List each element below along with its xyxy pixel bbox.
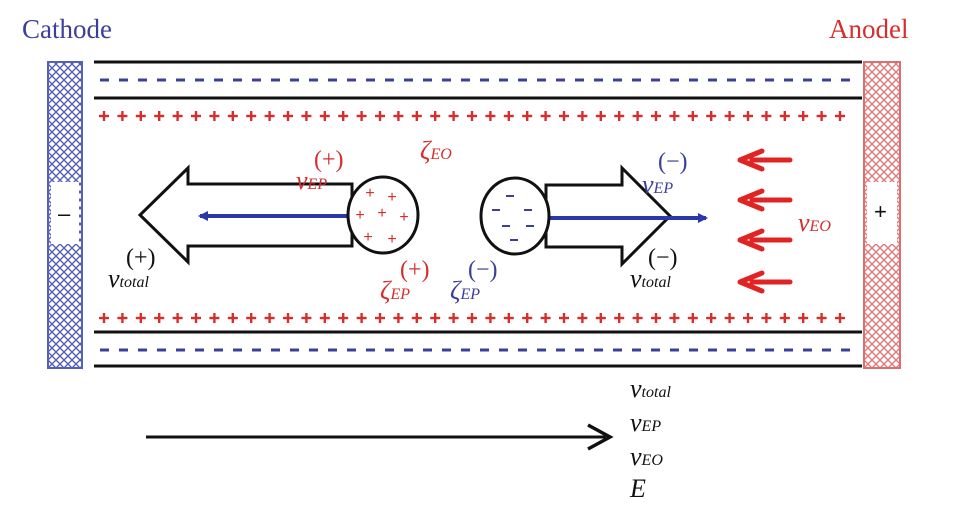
cation-zeta-sign: (+) xyxy=(400,257,430,283)
cation-vtotal-label: vtotal xyxy=(108,264,149,293)
wall-negative-charges xyxy=(100,78,860,352)
cation-plus-charge: + xyxy=(355,207,364,224)
cation-vep-label: vEP xyxy=(296,166,328,195)
positive-charge-row-top xyxy=(99,111,845,121)
legend-e-field: E xyxy=(630,474,646,503)
legend-v-total: vtotal xyxy=(630,374,671,403)
anion-vep-label: vEP xyxy=(642,170,674,199)
cation-plus-charge: + xyxy=(363,229,372,246)
cathode-electrode xyxy=(47,61,83,369)
positive-charge-row-bottom xyxy=(99,313,845,323)
field-direction-arrow xyxy=(146,423,614,451)
anion-particle xyxy=(479,176,551,256)
eo-flow-arrow xyxy=(737,148,793,172)
cathode-sign: – xyxy=(58,201,71,226)
eo-flow-arrows xyxy=(737,148,793,294)
cation-plus-charge: + xyxy=(387,231,396,248)
eo-flow-arrow xyxy=(737,270,793,294)
anode-label: Anodel xyxy=(829,14,909,44)
cation-charges: +++++++ xyxy=(355,185,408,248)
cation-plus-charge: + xyxy=(387,189,396,206)
capillary-walls xyxy=(94,60,862,368)
anion-zeta-label: ζEP xyxy=(450,276,481,305)
veo-label: vEO xyxy=(798,208,831,237)
cathode-label: Cathode xyxy=(22,14,112,44)
zeta-eo-label: ζEO xyxy=(420,136,452,165)
anode-electrode xyxy=(863,61,901,369)
anion-vtotal-sign: (−) xyxy=(648,245,678,271)
cation-particle xyxy=(346,175,420,255)
legend-v-ep: vEP xyxy=(630,408,662,437)
legend-v-eo: vEO xyxy=(630,442,663,471)
anion-vtotal-label: vtotal xyxy=(630,264,671,293)
eo-flow-arrow xyxy=(737,228,793,252)
cation-zeta-label: ζEP xyxy=(380,276,411,305)
eo-flow-arrow xyxy=(737,188,793,212)
cation-plus-charge: + xyxy=(399,209,408,226)
anion-charges xyxy=(492,195,534,241)
anion-zeta-sign: (−) xyxy=(468,257,498,283)
anode-sign: + xyxy=(874,199,887,224)
cation-vep-sign: (+) xyxy=(314,147,344,173)
cation-vtotal-sign: (+) xyxy=(126,245,156,271)
cation-plus-charge: + xyxy=(377,205,386,222)
cation-plus-charge: + xyxy=(365,185,374,202)
anion-vep-sign: (−) xyxy=(658,149,688,175)
